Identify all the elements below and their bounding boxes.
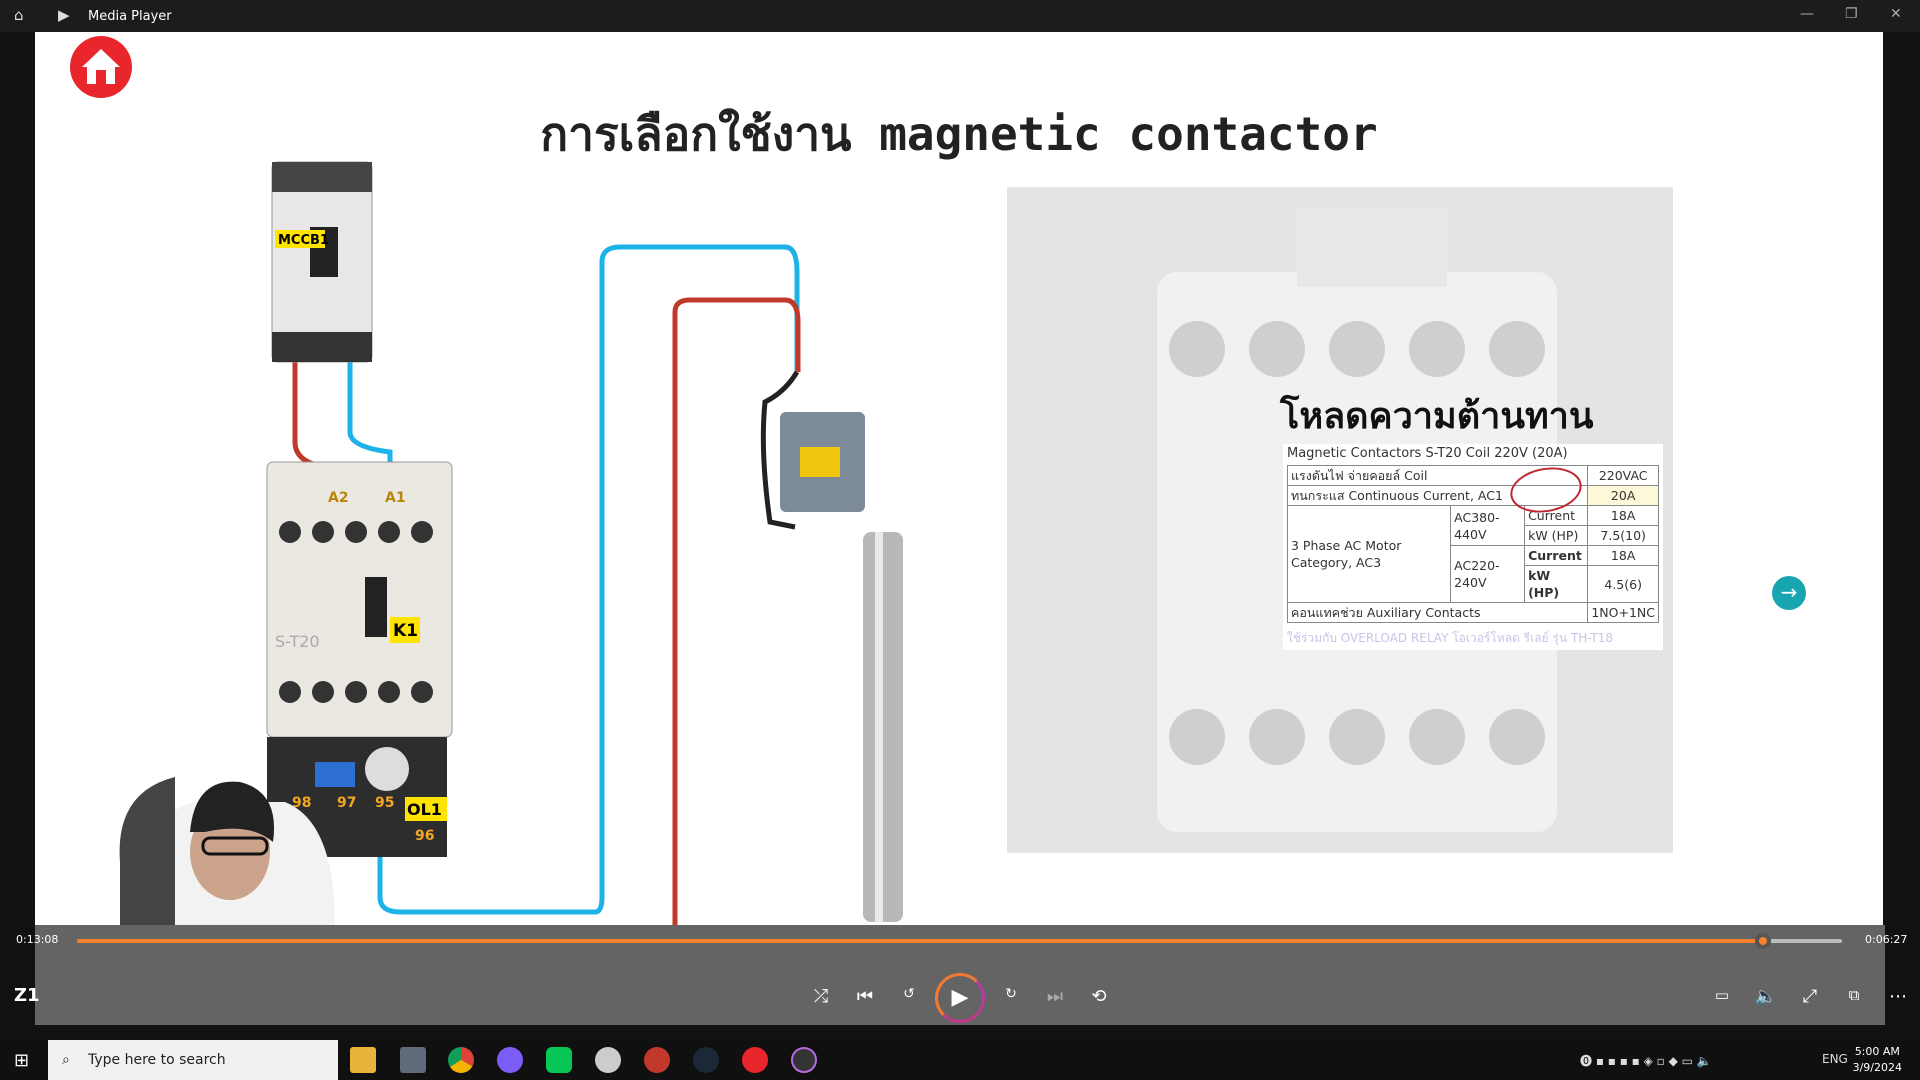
wires bbox=[292, 244, 801, 925]
chrome-icon[interactable] bbox=[448, 1047, 474, 1073]
contactor-k1 bbox=[266, 461, 453, 738]
seek-bar[interactable] bbox=[77, 933, 1842, 949]
search-icon: ⌕ bbox=[62, 1052, 70, 1068]
calculator-icon[interactable] bbox=[400, 1047, 426, 1073]
language-indicator[interactable]: ENG bbox=[1822, 1052, 1848, 1066]
current-label: Current bbox=[1524, 545, 1589, 566]
steam-icon[interactable] bbox=[693, 1047, 719, 1073]
forward-30-icon[interactable]: ↻ bbox=[1005, 986, 1017, 1002]
play-button[interactable]: ▶ bbox=[935, 973, 985, 1023]
captions-icon[interactable]: ▭ bbox=[1714, 986, 1730, 1004]
ol1-label: OL1 bbox=[407, 800, 442, 819]
a2-label: A2 bbox=[328, 490, 349, 506]
submersible-pump bbox=[863, 532, 903, 922]
voltage-1: AC380-440V bbox=[1450, 505, 1526, 546]
more-options-icon[interactable]: ⋯ bbox=[1889, 986, 1907, 1007]
taskbar-search[interactable]: ⌕ Type here to search bbox=[48, 1040, 338, 1080]
mccb-label: MCCB1 bbox=[278, 233, 329, 248]
mccb-label-bg bbox=[275, 230, 325, 248]
fullscreen-icon[interactable]: ⤢ bbox=[1802, 986, 1818, 1007]
overlay-text: Z1 bbox=[14, 985, 40, 1006]
app-icon-purple[interactable] bbox=[497, 1047, 523, 1073]
seek-thumb[interactable] bbox=[1754, 933, 1771, 949]
k1-label: K1 bbox=[393, 621, 418, 641]
table-note: ใช้ร่วมกับ OVERLOAD RELAY โอเวอร์โหลด รี… bbox=[1287, 631, 1614, 645]
video-frame[interactable]: การเลือกใช้งาน magnetic contactor MCCB1 … bbox=[35, 32, 1883, 925]
v1-kw: 7.5(10) bbox=[1587, 525, 1659, 546]
voltage-2: AC220-240V bbox=[1450, 545, 1526, 603]
minimize-button[interactable]: — bbox=[1800, 6, 1814, 22]
home-icon[interactable]: ⌂ bbox=[14, 6, 24, 24]
taskbar: ⊞ ⌕ Type here to search ⓿ ▪ ▪ ▪ ▪ ◈ ▫ ◆ ▭… bbox=[0, 1040, 1920, 1080]
title-bar: ⌂ ▶ Media Player — ❐ ✕ bbox=[0, 0, 1920, 32]
previous-icon[interactable]: ⏮ bbox=[856, 986, 874, 1007]
windows-start-icon[interactable]: ⊞ bbox=[14, 1050, 30, 1071]
elapsed-time: 0:13:08 bbox=[16, 933, 59, 946]
continuous-value: 20A bbox=[1587, 485, 1659, 506]
wiring-diagram: MCCB1 A2 A1 S-T20 K1 98 97 95 96 OL1 bbox=[119, 161, 903, 925]
v2-kw: 4.5(6) bbox=[1587, 565, 1659, 603]
close-button[interactable]: ✕ bbox=[1890, 6, 1902, 22]
volume-icon[interactable]: 🔈 bbox=[1754, 986, 1778, 1007]
aux-value: 1NO+1NC bbox=[1587, 602, 1659, 623]
clock-time: 5:00 AM bbox=[1854, 1045, 1900, 1058]
t95-label: 95 bbox=[375, 795, 394, 811]
t96-label: 96 bbox=[415, 828, 434, 844]
mini-player-icon[interactable]: ⧉ bbox=[1848, 986, 1860, 1004]
mccb-breaker bbox=[271, 161, 373, 363]
coil-value: 220VAC bbox=[1587, 465, 1659, 486]
system-tray-icons[interactable]: ⓿ ▪ ▪ ▪ ▪ ◈ ▫ ◆ ▭ 🔈 bbox=[1580, 1054, 1712, 1068]
spec-table: Magnetic Contactors S-T20 Coil 220V (20A… bbox=[1283, 444, 1663, 650]
t97-label: 97 bbox=[337, 795, 356, 811]
rewind-10-icon[interactable]: ↺ bbox=[903, 986, 915, 1002]
media-player-taskbar-icon[interactable] bbox=[791, 1047, 817, 1073]
slide-title: การเลือกใช้งาน magnetic contactor bbox=[540, 107, 1378, 161]
line-icon[interactable] bbox=[546, 1047, 572, 1073]
presenter-avatar bbox=[119, 777, 335, 925]
clock[interactable]: 5:00 AM 3/9/2024 bbox=[1853, 1044, 1902, 1076]
next-slide-button[interactable]: → bbox=[1772, 576, 1806, 610]
motor-label: 3 Phase AC Motor Category, AC3 bbox=[1286, 505, 1452, 603]
next-icon[interactable]: ⏭ bbox=[1046, 986, 1064, 1007]
spec-table-title: Magnetic Contactors S-T20 Coil 220V (20A… bbox=[1287, 446, 1568, 461]
a1-label: A1 bbox=[385, 490, 406, 506]
app-icon: ▶ bbox=[58, 6, 70, 24]
kw-label: kW (HP) bbox=[1524, 525, 1589, 546]
model-label: S-T20 bbox=[275, 632, 320, 651]
window-title: Media Player bbox=[88, 9, 172, 24]
shuffle-icon[interactable]: ⤮ bbox=[813, 986, 829, 1007]
v2-current: 18A bbox=[1587, 545, 1659, 566]
file-explorer-icon[interactable] bbox=[350, 1047, 376, 1073]
home-icon[interactable] bbox=[70, 36, 132, 98]
app-icon-red[interactable] bbox=[644, 1047, 670, 1073]
remaining-time: 0:06:27 bbox=[1865, 933, 1908, 946]
aux-label: คอนแทคช่วย Auxiliary Contacts bbox=[1286, 602, 1589, 623]
t98-label: 98 bbox=[292, 795, 311, 811]
restore-button[interactable]: ❐ bbox=[1845, 6, 1858, 22]
app-icon[interactable] bbox=[595, 1047, 621, 1073]
clock-date: 3/9/2024 bbox=[1852, 1061, 1902, 1074]
kw-label: kW (HP) bbox=[1524, 565, 1589, 603]
player-controls: 0:13:08 0:06:27 Z1 ⤮ ⏮ ↺ ▶ ↻ ⏭ ⟲ ▭ 🔈 ⤢ ⧉… bbox=[0, 925, 1920, 1025]
slide-heading: โหลดความต้านทาน bbox=[1280, 396, 1594, 437]
app-icon-active[interactable] bbox=[742, 1047, 768, 1073]
v1-current: 18A bbox=[1587, 505, 1659, 526]
repeat-off-icon[interactable]: ⟲ bbox=[1091, 986, 1107, 1007]
seek-progress bbox=[77, 939, 1763, 943]
control-box bbox=[780, 412, 865, 512]
search-placeholder: Type here to search bbox=[88, 1052, 226, 1068]
